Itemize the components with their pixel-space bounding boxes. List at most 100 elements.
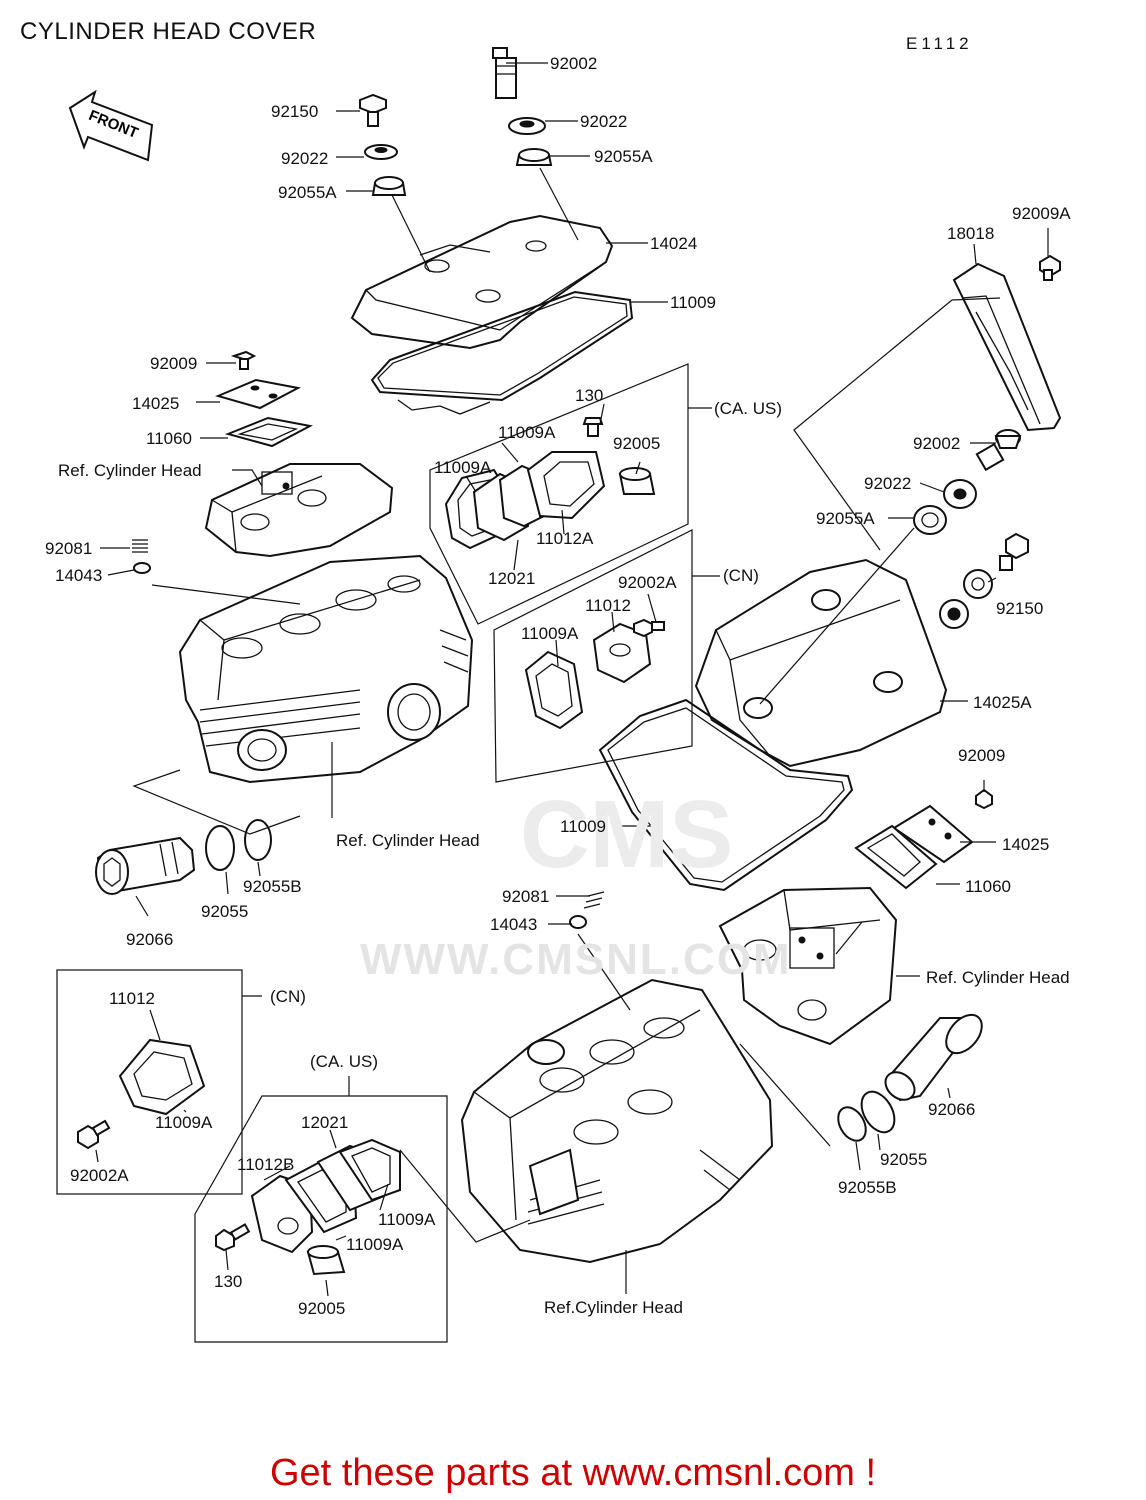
ref-cylinder-head-cap-lower [718, 886, 898, 1046]
part-label[interactable]: 92009 [150, 354, 198, 373]
part-label[interactable]: 92066 [928, 1100, 976, 1119]
part-label[interactable]: 11009A [378, 1210, 436, 1229]
part-label[interactable]: 14043 [55, 566, 103, 585]
part-label[interactable]: 14024 [650, 234, 698, 253]
part-label[interactable]: 18018 [947, 224, 995, 243]
part-label[interactable]: 11060 [146, 429, 193, 448]
intake-pipe-92066-left [95, 836, 196, 895]
variant-label: (CN) [270, 987, 306, 1006]
grommet-92055A-left [371, 176, 407, 196]
part-label[interactable]: 92022 [864, 474, 912, 493]
part-label[interactable]: 11009A [521, 624, 579, 643]
cn-group-middle [493, 529, 693, 783]
part-label[interactable]: 130 [575, 386, 604, 405]
part-label[interactable]: 92055A [816, 509, 875, 528]
part-label[interactable]: 12021 [488, 569, 536, 588]
part-label[interactable]: 92081 [45, 539, 93, 558]
part-label[interactable]: 92002 [550, 54, 598, 73]
bolt-92002-right [975, 429, 1022, 472]
dowel-14043-middle [569, 915, 587, 929]
part-label[interactable]: 92055B [838, 1178, 897, 1197]
part-label[interactable]: 11012 [109, 989, 156, 1008]
part-label[interactable]: 11012A [536, 529, 594, 548]
intake-pipe-92066-right [884, 1013, 983, 1102]
spring-92081-left [132, 539, 148, 553]
part-label[interactable]: 11009A [346, 1235, 404, 1254]
part-label[interactable]: 11012 [585, 596, 632, 615]
oring-92055B-right [837, 1106, 867, 1142]
part-label[interactable]: 92150 [271, 102, 319, 121]
part-label[interactable]: 11009 [670, 293, 717, 312]
front-direction-arrow: FRONT [68, 89, 154, 162]
part-label[interactable]: 92055 [880, 1150, 928, 1169]
part-label[interactable]: 92009A [1012, 204, 1071, 223]
part-label[interactable]: 92022 [580, 112, 628, 131]
part-label[interactable]: 92005 [613, 434, 661, 453]
part-label[interactable]: 92002A [618, 573, 677, 592]
gasket-11060-right [854, 824, 938, 890]
variant-label: (CA. US) [310, 1052, 378, 1071]
leader-lines [95, 62, 1049, 1297]
ref-label: Ref. Cylinder Head [336, 831, 480, 850]
part-label[interactable]: 92055A [278, 183, 337, 202]
ca-us-group-upper [429, 363, 689, 625]
watermark-text: WWW.CMSNL.COM [360, 935, 792, 984]
part-label[interactable]: 14025 [132, 394, 180, 413]
grommet-right-b [939, 599, 969, 629]
part-label[interactable]: 130 [214, 1272, 243, 1291]
part-label[interactable]: 11009 [560, 817, 607, 836]
ca-us-group-lower [194, 1095, 448, 1343]
part-label[interactable]: 11009A [498, 423, 556, 442]
part-label[interactable]: 92055 [201, 902, 249, 921]
diagram-code: E1112 [906, 34, 973, 53]
ref-label: Ref.Cylinder Head [544, 1298, 683, 1317]
part-label[interactable]: 11009A [155, 1113, 213, 1132]
top-bolt-92002 [492, 47, 517, 99]
dowel-14043-left [133, 562, 151, 574]
part-label[interactable]: 11009A [434, 458, 492, 477]
part-label[interactable]: 92005 [298, 1299, 346, 1318]
call-to-action-link[interactable]: Get these parts at www.cmsnl.com ! [269, 1452, 877, 1494]
washer-92022-left [364, 144, 398, 160]
ref-label: Ref. Cylinder Head [926, 968, 1070, 987]
oring-92055-right [860, 1090, 896, 1134]
oring-92055B-left [244, 819, 272, 861]
part-label[interactable]: 92081 [502, 887, 550, 906]
part-label[interactable]: 92055A [594, 147, 653, 166]
oring-92055-left [205, 825, 235, 871]
cylinder-head-cover-14024 [350, 214, 614, 350]
part-label[interactable]: 92002 [913, 434, 961, 453]
top-engine-silhouette [397, 399, 491, 415]
part-label[interactable]: 92150 [996, 599, 1044, 618]
cylinder-head-left [178, 554, 474, 784]
ref-label: Ref. Cylinder Head [58, 461, 202, 480]
ref-cylinder-head-cap-upper [204, 463, 394, 558]
part-label[interactable]: 92002A [70, 1166, 129, 1185]
diagram-title: CYLINDER HEAD COVER [20, 18, 317, 45]
bolt-92150-top [359, 93, 387, 127]
bolt-92150-right [999, 532, 1029, 571]
watermark-logo: CMS [520, 781, 734, 888]
screw-92009-right [975, 788, 993, 810]
part-label[interactable]: 92055B [243, 877, 302, 896]
grommet-92055A-right [913, 505, 947, 535]
washer-right-a [963, 569, 993, 599]
part-label[interactable]: 92009 [958, 746, 1006, 765]
gasket-11060-left [224, 416, 313, 448]
part-label[interactable]: 14025A [973, 693, 1032, 712]
cn-group-lower [56, 969, 243, 1195]
variant-label: (CA. US) [714, 399, 782, 418]
cover-gasket-11009-rear [598, 698, 854, 892]
cylinder-head-right [460, 978, 774, 1264]
washer-92022-top [508, 117, 546, 135]
part-label[interactable]: 11012B [237, 1155, 295, 1174]
part-label[interactable]: 14025 [1002, 835, 1050, 854]
part-label[interactable]: 92066 [126, 930, 174, 949]
part-label[interactable]: 14043 [490, 915, 538, 934]
part-label[interactable]: 11060 [965, 877, 1012, 896]
part-label[interactable]: 12021 [301, 1113, 349, 1132]
cover-gasket-11009-top [370, 290, 634, 402]
cylinder-head-cover-14025A [694, 558, 948, 768]
part-label[interactable]: 92022 [281, 149, 329, 168]
